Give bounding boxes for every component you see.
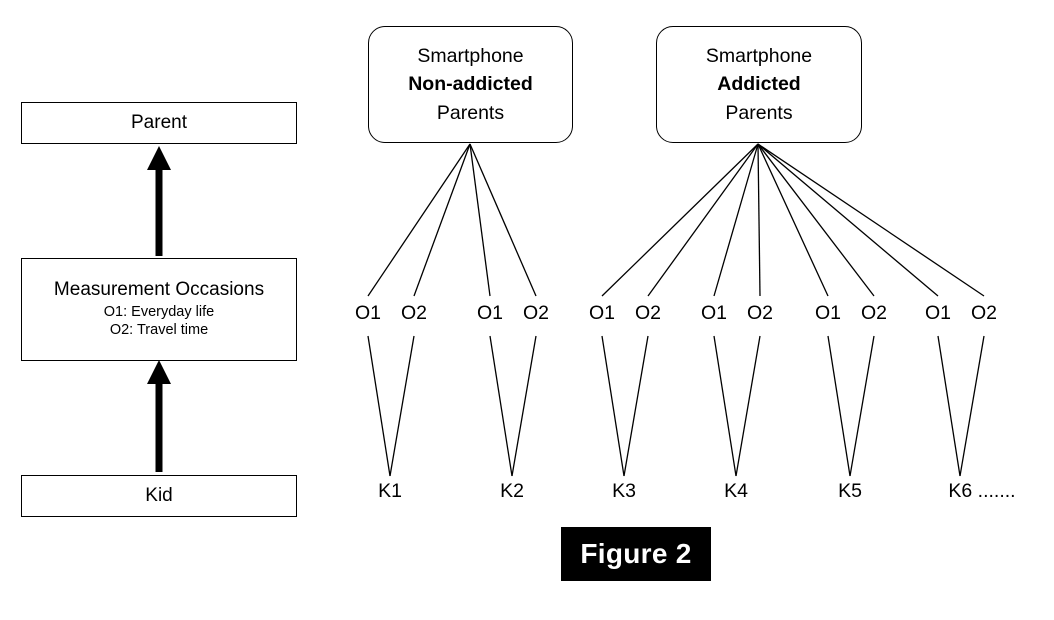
legend-measurement-line2: O2: Travel time	[109, 322, 209, 339]
arrow-measurement-to-parent	[147, 146, 171, 256]
kid-node-k5: K5	[838, 480, 862, 502]
legend-parent-label: Parent	[131, 112, 187, 134]
legend-box-measurement-occasions: Measurement Occasions O1: Everyday life …	[21, 258, 297, 361]
kid-node-k4: K4	[724, 480, 748, 502]
kid-node-k2: K2	[500, 480, 524, 502]
occasion-node-12: O2	[970, 302, 998, 324]
legend-measurement-line1: O1: Everyday life	[103, 303, 215, 320]
figure-caption: Figure 2	[561, 527, 711, 581]
group-box-non-addicted-parents: Smartphone Non-addicted Parents	[368, 26, 573, 143]
non-addicted-line-2: Non-addicted	[408, 73, 533, 96]
occasion-node-8: O2	[746, 302, 774, 324]
occasion-node-6: O2	[634, 302, 662, 324]
arrow-kid-to-measurement	[147, 360, 171, 472]
group-box-addicted-parents: Smartphone Addicted Parents	[656, 26, 862, 143]
legend-box-parent: Parent	[21, 102, 297, 144]
edges-addicted-parent-to-occasions	[601, 143, 985, 297]
occasion-node-11: O1	[924, 302, 952, 324]
occasion-node-5: O1	[588, 302, 616, 324]
legend-box-kid: Kid	[21, 475, 297, 517]
non-addicted-line-1: Smartphone	[417, 45, 524, 68]
kid-node-k3: K3	[612, 480, 636, 502]
edges-occasions-to-kids	[367, 335, 985, 477]
addicted-line-1: Smartphone	[705, 45, 813, 68]
legend-kid-label: Kid	[145, 485, 173, 507]
legend-measurement-title: Measurement Occasions	[53, 279, 265, 301]
edges-nonaddicted-parent-to-occasions	[367, 143, 537, 297]
addicted-line-2: Addicted	[717, 73, 801, 96]
addicted-line-3: Parents	[725, 101, 793, 124]
kid-node-k6: K6 .......	[948, 480, 1016, 502]
occasion-node-10: O2	[860, 302, 888, 324]
non-addicted-line-3: Parents	[436, 101, 505, 124]
occasion-node-9: O1	[814, 302, 842, 324]
occasion-node-2: O2	[400, 302, 428, 324]
occasion-node-4: O2	[522, 302, 550, 324]
occasion-node-1: O1	[354, 302, 382, 324]
occasion-node-7: O1	[700, 302, 728, 324]
occasion-node-3: O1	[476, 302, 504, 324]
kid-node-k1: K1	[378, 480, 402, 502]
